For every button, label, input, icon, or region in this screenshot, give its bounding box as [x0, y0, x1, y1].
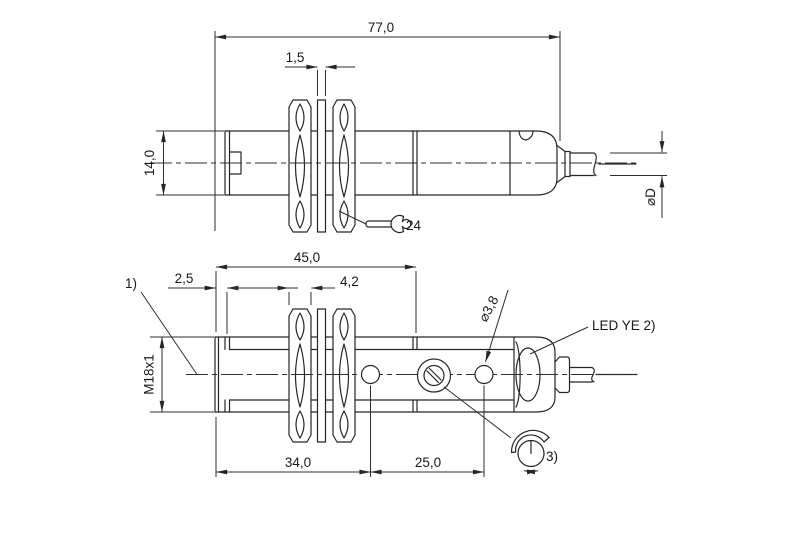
dim-pot-and-hole: 34,0 25,0 [215, 385, 485, 477]
washer [316, 99, 327, 233]
dim-thread-length: 45,0 [215, 250, 417, 333]
face-chamfer [224, 336, 231, 413]
dim-height: 14,0 [142, 130, 224, 196]
bottom-view: 45,0 2,5 4,2 M18x1 [125, 250, 656, 477]
cable-gland-bottom [554, 356, 571, 394]
pot-adjust-callout: 3) [443, 386, 558, 475]
dim-plate-thickness-value: 1,5 [286, 50, 305, 65]
footnote-1-value: 1) [125, 276, 137, 291]
dim-front-gap-value: 2,5 [175, 271, 194, 286]
dim-front-gap: 2,5 [168, 271, 298, 334]
led-seam-notch [518, 130, 534, 141]
washer-bottom [316, 308, 327, 443]
dim-nut-thickness-value: 4,2 [340, 274, 359, 289]
led-label-value: LED YE 2) [592, 318, 656, 333]
led-hole [474, 364, 494, 385]
top-view: 77,0 1,5 14,0 ⌀D [142, 20, 667, 234]
footnote-3-value: 3) [546, 449, 558, 464]
dim-nut-thickness: 4,2 [266, 274, 359, 305]
dim-cable-diameter: ⌀D [610, 131, 667, 218]
potentiometer-screw [416, 358, 452, 393]
thread-runout [412, 336, 418, 413]
dim-thread-spec: M18x1 [142, 336, 214, 413]
thread-spec-value: M18x1 [142, 354, 157, 395]
mounting-nuts [288, 99, 356, 233]
wrench-icon [365, 214, 412, 234]
dim-thread-length-value: 45,0 [294, 250, 320, 265]
wrench-size-callout: 24 [338, 210, 422, 234]
wrench-size-value: 24 [406, 218, 422, 233]
hole-diameter-value: ⌀3,8 [476, 293, 502, 324]
mounting-nuts-bottom [288, 308, 356, 443]
dim-height-value: 14,0 [142, 150, 157, 176]
dim-total-length: 77,0 [214, 20, 561, 231]
threaded-barrel [214, 336, 515, 413]
dim-hole-value: 25,0 [415, 455, 441, 470]
screw-slot [426, 367, 442, 384]
dim-plate-thickness: 1,5 [285, 50, 355, 96]
fixing-hole [360, 364, 381, 385]
cable [569, 152, 597, 177]
dim-total-length-value: 77,0 [368, 20, 394, 35]
end-cap [509, 130, 637, 196]
hole-diameter-callout: ⌀3,8 [476, 289, 509, 363]
rotary-adjust-icon [510, 429, 550, 475]
dim-cable-diameter-value: ⌀D [643, 188, 658, 206]
footnote-1-callout: 1) [125, 276, 198, 375]
cable-gland [556, 144, 571, 184]
led-callout: LED YE 2) [529, 318, 656, 355]
dim-pot-value: 34,0 [285, 455, 311, 470]
